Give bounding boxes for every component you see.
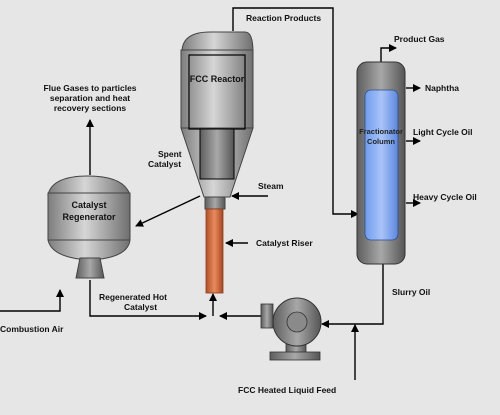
reactor-body bbox=[180, 49, 254, 129]
naphtha-label: Naphtha bbox=[425, 83, 459, 93]
reaction-products-label: Reaction Products bbox=[246, 13, 321, 23]
flue-gases-label-2: separation and heat bbox=[50, 93, 130, 103]
column-inner bbox=[364, 89, 399, 241]
reactor-label: FCC Reactor bbox=[190, 74, 245, 84]
regenerator-label-2: Regenerator bbox=[62, 212, 116, 222]
spent-catalyst-label-2: Catalyst bbox=[148, 159, 181, 169]
slurry-oil-label: Slurry Oil bbox=[392, 287, 430, 297]
flue-gases-label-1: Flue Gases to particles bbox=[43, 83, 136, 93]
flue-gases-label-3: recovery sections bbox=[54, 103, 127, 113]
regenerator-hopper bbox=[75, 257, 105, 279]
regenerator-body bbox=[47, 192, 131, 241]
reaction-products-line bbox=[232, 7, 359, 218]
light-cycle-oil-label: Light Cycle Oil bbox=[413, 127, 473, 137]
pump-base bbox=[269, 351, 321, 361]
slurry-oil-line bbox=[321, 264, 384, 328]
heavy-cycle-oil-label: Heavy Cycle Oil bbox=[413, 192, 477, 202]
spent-catalyst-line bbox=[135, 195, 201, 227]
liquid-feed-label: FCC Heated Liquid Feed bbox=[238, 385, 336, 395]
flow-lines bbox=[0, 7, 421, 380]
regenerator-bottom bbox=[47, 239, 131, 261]
steam-label: Steam bbox=[258, 181, 284, 191]
fractionator-label-2: Column bbox=[367, 137, 395, 146]
catalyst-regenerator: Catalyst Regenerator bbox=[47, 175, 131, 279]
combustion-air-label: Combustion Air bbox=[0, 324, 64, 334]
product-gas-label: Product Gas bbox=[394, 34, 445, 44]
fractionator-label-1: Fractionator bbox=[359, 127, 403, 136]
reactor-neck bbox=[204, 196, 226, 210]
stream-labels: Reaction Products Product Gas Naphtha Li… bbox=[0, 13, 477, 395]
pump-inlet-flange bbox=[260, 303, 274, 329]
feed-pump bbox=[260, 297, 322, 361]
product-gas-line bbox=[380, 44, 397, 62]
regenerated-catalyst-label-2: Catalyst bbox=[124, 302, 157, 312]
regenerator-label-1: Catalyst bbox=[71, 200, 106, 210]
reactor-inner-stem bbox=[199, 128, 235, 180]
regenerated-catalyst-label-1: Regenerated Hot bbox=[99, 292, 167, 302]
reactor-dome bbox=[181, 31, 254, 53]
fractionator-column: Fractionator Column bbox=[356, 61, 406, 265]
spent-catalyst-label-1: Spent bbox=[158, 149, 182, 159]
combustion-air-line bbox=[0, 289, 64, 312]
catalyst-riser bbox=[205, 208, 224, 294]
fcc-reactor: FCC Reactor bbox=[180, 31, 254, 210]
regenerator-dome bbox=[47, 175, 131, 196]
regenerated-catalyst-line bbox=[89, 280, 207, 320]
catalyst-riser-label: Catalyst Riser bbox=[256, 238, 313, 248]
pump-impeller bbox=[286, 311, 308, 333]
